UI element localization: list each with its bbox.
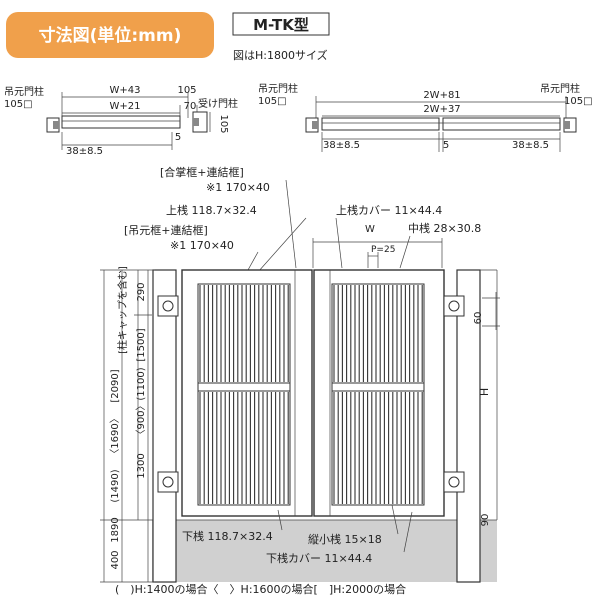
plan-single-gap: 70	[184, 101, 197, 112]
dim-right-90: 90	[480, 514, 491, 527]
dim-1490: (1490)	[110, 469, 121, 502]
height-legend: ( )H:1400の場合〈 〉H:1600の場合[ ]H:2000の場合	[115, 582, 406, 596]
title-badge	[6, 12, 214, 58]
dim-1300: 1300	[136, 453, 147, 478]
meeting-frame-note: ※1 170×40	[206, 181, 270, 194]
plan-double-right-post-label: 吊元門柱	[540, 82, 580, 95]
plan-single-right-post-label: 受け門柱	[198, 97, 238, 110]
plan-double-right-offset: 38±8.5	[512, 140, 549, 151]
middle-rail-label: 中桟 28×30.8	[408, 221, 481, 235]
bottom-rail-label: 下桟 118.7×32.4	[182, 529, 273, 543]
meeting-frame-label: [合掌框+連結框]	[160, 165, 244, 179]
model-box	[232, 12, 330, 36]
size-note: 図はH:1800サイズ	[233, 48, 328, 62]
dim-290: 290	[136, 282, 147, 301]
ground-area	[152, 520, 497, 582]
plan-double-right-post-size: 105□	[564, 96, 593, 107]
plan-double-center-gap: 5	[443, 140, 449, 151]
page-title: 寸法図(単位:mm)	[39, 25, 182, 46]
right-leaf-slats	[333, 285, 423, 504]
plan-double-left-offset: 38±8.5	[323, 140, 360, 151]
plan-single-right-vertical: 105	[218, 114, 229, 133]
plan-single-inner-width: W+21	[110, 101, 141, 112]
plan-single-outer-width: W+43	[110, 85, 141, 96]
left-dimensions: [柱キャップを含む] 290 [1500] (1100) 〈900〉 1300 …	[100, 266, 155, 583]
hinge-frame-label: [吊元框+連結框]	[124, 223, 208, 237]
plan-double-left-post-size: 105□	[258, 96, 287, 107]
plan-single-gate: 吊元門柱 105□ W+43 W+21 105 70 受け門柱 105 5 38…	[4, 85, 238, 157]
elevation-right-post	[456, 269, 481, 583]
plan-double-outer-width: 2W+81	[423, 90, 460, 101]
dim-900: 〈900〉	[135, 400, 147, 439]
pitch-label: P=25	[371, 245, 395, 255]
vertical-bar-label: 縦小桟 15×18	[308, 532, 382, 546]
plan-double-inner-width: 2W+37	[423, 104, 460, 115]
w-label: W	[365, 224, 375, 235]
plan-single-small-gap: 5	[175, 132, 181, 143]
dim-2090: [2090]	[110, 369, 121, 402]
dim-right-h: H	[478, 388, 491, 396]
top-rail-label: 上桟 118.7×32.4	[166, 203, 257, 217]
plan-single-left-post-size: 105□	[4, 99, 33, 110]
elevation-left-post	[152, 269, 177, 583]
dim-1890: 1890	[110, 517, 121, 542]
dim-400: 400	[110, 550, 121, 569]
right-dimensions: 60 H 90	[473, 292, 500, 526]
plan-single-offset: 38±8.5	[66, 146, 103, 157]
plan-single-right-size: 105	[177, 85, 196, 96]
bottom-rail-cover-label: 下桟カバー 11×44.4	[266, 551, 372, 565]
plan-double-gate: 吊元門柱 105□ 吊元門柱 105□ 2W+81 2W+37 38±8.5 5…	[258, 82, 593, 152]
left-leaf-slats	[199, 285, 289, 504]
dim-right-60: 60	[473, 312, 484, 325]
dim-1100: (1100)	[136, 367, 147, 400]
dim-1690: 〈1690〉	[109, 413, 121, 458]
dim-1500: [1500]	[136, 328, 147, 361]
model-name: M-TK型	[253, 16, 309, 34]
hinge-frame-note: ※1 170×40	[170, 239, 234, 252]
top-rail-cover-label: 上桟カバー 11×44.4	[336, 203, 442, 217]
plan-single-left-post-label: 吊元門柱	[4, 85, 44, 98]
gate-elevation	[100, 269, 498, 583]
plan-double-left-post-label: 吊元門柱	[258, 82, 298, 95]
dim-cap-note: [柱キャップを含む]	[116, 266, 129, 354]
